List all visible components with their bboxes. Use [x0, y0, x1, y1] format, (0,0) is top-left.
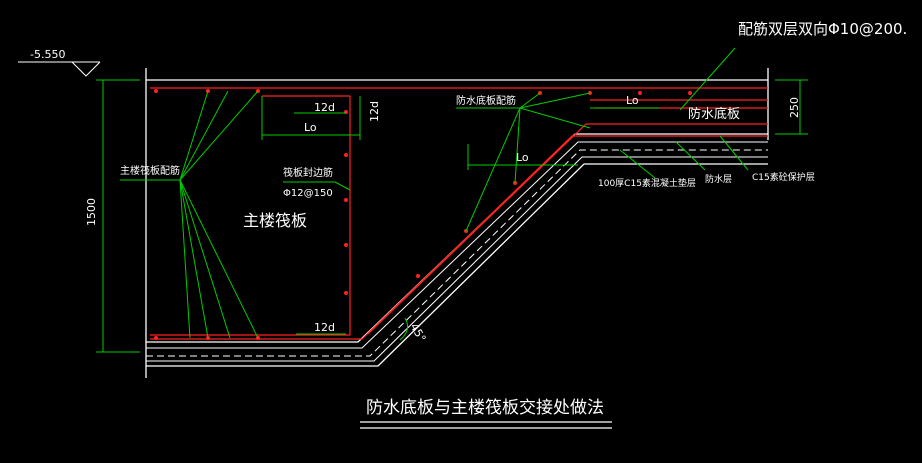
- dim-lo-mid-text: Lo: [516, 151, 529, 164]
- rebar-dot: [344, 243, 348, 247]
- slope-outline-lower: [146, 163, 768, 367]
- main-raft-label: 主楼筏板: [243, 211, 307, 230]
- waterproof-layer-label: 防水层: [705, 173, 732, 185]
- leader-main-7: [179, 179, 259, 339]
- leader-wp-3: [514, 107, 521, 184]
- dim-lo-main-text: Lo: [304, 121, 317, 134]
- bedding-line-dashed: [146, 149, 768, 357]
- dim-12d-top-text: 12d: [314, 101, 335, 114]
- leader-edge: [334, 181, 351, 191]
- leader-wp-1: [519, 92, 541, 109]
- raft-edge-rebar-label: 筏板封边筋: [283, 166, 333, 179]
- elevation-label: -5.550: [30, 48, 65, 61]
- leader-main-3: [179, 90, 259, 181]
- leaders: [120, 47, 749, 339]
- slope-outline-upper: [146, 133, 768, 343]
- leader-main-2: [179, 90, 229, 181]
- wp-slab-label: 防水底板: [688, 106, 740, 122]
- title-underline: [360, 421, 612, 429]
- main-slab-rebar-label: 主楼筏板配筋: [120, 164, 180, 177]
- rebar-dot: [154, 89, 158, 93]
- dim-12d-vert-text: 12d: [368, 101, 381, 122]
- text-labels: -5.550 配筋双层双向Φ10@200. 主楼筏板配筋 筏板封边筋 Φ12@1…: [30, 20, 907, 418]
- dim-lo-right-text: Lo: [626, 94, 639, 107]
- protect-layer-label: C15素砼保护层: [752, 171, 815, 183]
- drawing-title: 防水底板与主楼筏板交接处做法: [366, 398, 604, 418]
- rebar-dot: [638, 91, 642, 95]
- leader-waterproof: [675, 141, 706, 171]
- concrete-outline: [145, 68, 769, 378]
- rebar-dots: [154, 89, 692, 340]
- rebar-dot: [154, 336, 158, 340]
- dim-12d-bottom-text: 12d: [314, 321, 335, 334]
- rebar-dot: [416, 274, 420, 278]
- leader-bedding: [619, 149, 656, 179]
- raft-edge-bar: [150, 96, 351, 336]
- rebar-lines: [150, 87, 768, 340]
- rebar-dot: [344, 153, 348, 157]
- dimensions: [96, 79, 808, 353]
- elev-triangle: [71, 61, 101, 77]
- bedding-line-3: [146, 156, 768, 362]
- leader-wp-2: [519, 92, 591, 109]
- dim-45-arc: [399, 317, 409, 341]
- leader-main-1: [179, 90, 209, 181]
- bedding-layers: [146, 141, 768, 362]
- leader-main-6: [179, 179, 231, 339]
- rebar-dot: [344, 198, 348, 202]
- leader-protect: [719, 135, 749, 171]
- elevation-marker: [18, 61, 101, 77]
- slope-bar-1: [367, 123, 768, 335]
- leader-wp-5: [519, 107, 591, 129]
- dim-1500-text: 1500: [85, 198, 98, 226]
- leader-wp-4: [465, 107, 521, 232]
- raft-bottom-bar: [150, 135, 768, 340]
- leader-note: [679, 47, 736, 111]
- leader-main-5: [179, 179, 209, 339]
- dim-250-text: 250: [788, 97, 801, 118]
- rebar-note-label: 配筋双层双向Φ10@200.: [738, 20, 907, 38]
- bedding-label: 100厚C15素混凝土垫层: [598, 177, 696, 189]
- rebar-dot: [344, 291, 348, 295]
- wp-slab-rebar-label: 防水底板配筋: [456, 94, 516, 107]
- bedding-line-1: [146, 141, 768, 349]
- rebar-dot: [688, 91, 692, 95]
- raft-edge-spec-label: Φ12@150: [283, 188, 333, 199]
- leader-main-4: [179, 179, 191, 339]
